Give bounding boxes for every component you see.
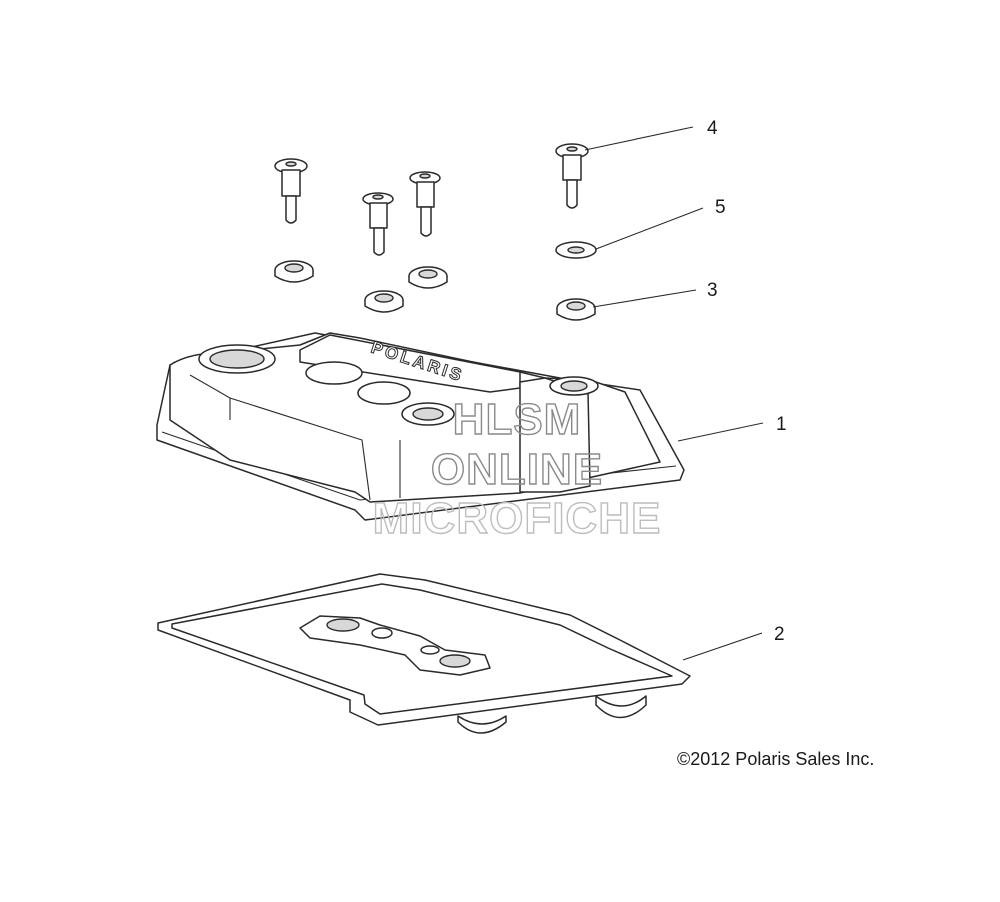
gasket[interactable]: [157, 573, 691, 734]
callout-5[interactable]: 5: [715, 197, 726, 218]
grommet-c[interactable]: [408, 266, 448, 289]
grommet-a[interactable]: [274, 260, 314, 283]
callout-2[interactable]: 2: [774, 624, 785, 645]
watermark-line-2: ONLINE: [431, 445, 603, 494]
bolt-a[interactable]: [274, 158, 308, 224]
grommet-b[interactable]: [364, 290, 404, 313]
grommet-d[interactable]: [556, 298, 596, 321]
callout-1[interactable]: 1: [776, 414, 787, 435]
valve-cover[interactable]: POLARIS: [156, 332, 685, 521]
watermark-line-3: MICROFICHE: [373, 494, 662, 543]
washer[interactable]: [555, 241, 597, 259]
bolt-c[interactable]: [409, 171, 441, 237]
watermark: HLSM ONLINE MICROFICHE: [372, 394, 662, 543]
bolt-b[interactable]: [362, 192, 394, 256]
leader-lines: [584, 126, 764, 661]
copyright-text: ©2012 Polaris Sales Inc.: [677, 749, 874, 769]
callout-3[interactable]: 3: [707, 280, 718, 301]
callout-4[interactable]: 4: [707, 118, 718, 139]
watermark-line-1: HLSM: [453, 395, 582, 444]
bolt-d[interactable]: [555, 143, 589, 209]
